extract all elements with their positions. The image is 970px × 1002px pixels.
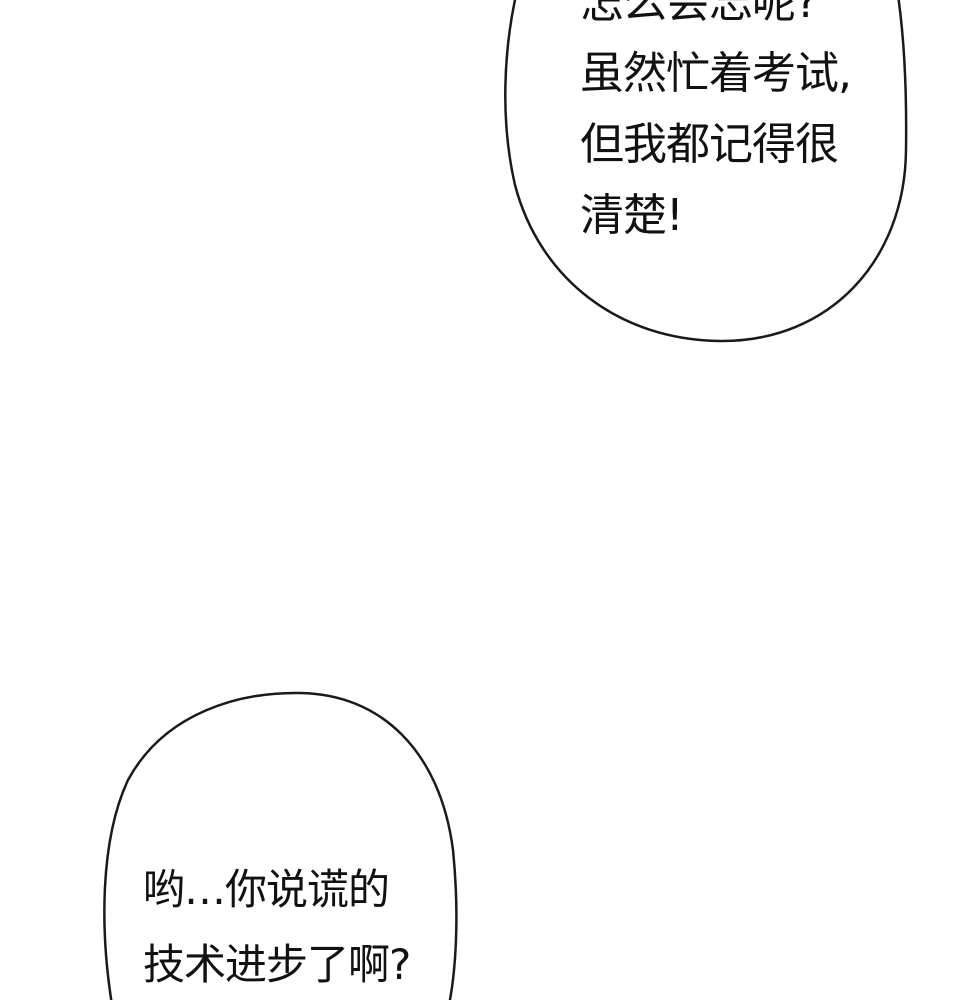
top-bubble-line-1: 怎么会忘呢? [580,0,818,28]
bottom-bubble-line-1: 哟…你说谎的 [143,865,390,914]
top-bubble-text: 怎么会忘呢? 虽然忙着考试, 但我都记得很 清楚! [580,0,852,251]
top-bubble-line-4: 清楚! [580,190,684,241]
top-bubble-line-3: 但我都记得很 [580,119,839,170]
top-bubble-line-2: 虽然忙着考试, [580,48,852,99]
top-speech-bubble-outline [504,0,908,343]
bottom-speech-bubble-outline [103,691,458,1000]
bottom-bubble-line-2: 技术进步了啊? [143,940,411,989]
bottom-bubble-text: 哟…你说谎的 技术进步了啊? [143,852,411,1002]
